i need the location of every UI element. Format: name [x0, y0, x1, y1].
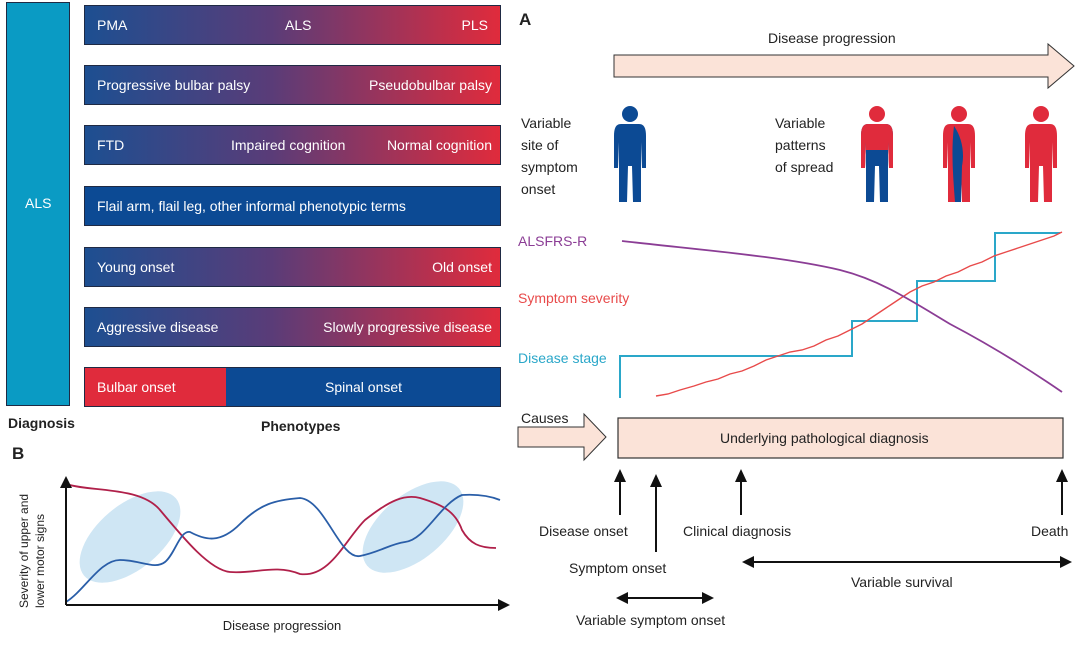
causes-label: Causes: [521, 410, 569, 426]
bar-pseudobulbar-label: Pseudobulbar palsy: [369, 77, 492, 93]
bar-young-onset-label: Young onset: [97, 259, 175, 275]
bar-pma-als-pls: PMA ALS PLS: [84, 5, 501, 45]
bar-bulbar-onset-label: Bulbar onset: [97, 379, 176, 395]
bar-pls-label: PLS: [461, 17, 488, 33]
bar-old-onset-label: Old onset: [432, 259, 492, 275]
body-figure-spread-1: [861, 106, 893, 202]
death-arrow: [1056, 469, 1068, 515]
disease-onset-arrow: [614, 469, 626, 515]
bar-progressive-bulbar-label: Progressive bulbar palsy: [97, 77, 251, 93]
alsfrs-line: [621, 240, 1063, 393]
bar-bulbar-palsy: Progressive bulbar palsy Pseudobulbar pa…: [84, 65, 501, 105]
body-figure-spread-2: [943, 106, 975, 202]
clinical-diagnosis-label: Clinical diagnosis: [683, 523, 792, 539]
alsfrs-label: ALSFRS-R: [518, 233, 588, 249]
panel-a-letter: A: [519, 10, 532, 29]
pathological-diagnosis-box: [617, 417, 1064, 459]
bar-progression-rate: Aggressive disease Slowly progressive di…: [84, 307, 501, 347]
variable-survival-arrow: [742, 556, 1072, 568]
site-of-onset-label: Variable site of symptom onset: [521, 115, 578, 197]
bar-flail: Flail arm, flail leg, other informal phe…: [84, 186, 501, 226]
bar-impaired-cognition-label: Impaired cognition: [231, 137, 346, 153]
panel-a-diagram: [517, 42, 1075, 604]
disease-stage-label: Disease stage: [518, 350, 607, 366]
symptom-onset-label: Symptom onset: [569, 560, 667, 576]
als-side-bar: ALS: [6, 2, 70, 406]
lower-motor-curve: [65, 493, 501, 603]
y-axis-label-line-2: lower motor signs: [33, 514, 47, 608]
symptom-onset-arrow: [650, 474, 662, 552]
body-figure-onset: [614, 106, 646, 202]
variable-symptom-onset-label: Variable symptom onset: [576, 612, 726, 628]
bar-als-label: ALS: [285, 17, 312, 33]
bar-ftd-cognition: FTD Impaired cognition Normal cognition: [84, 125, 501, 165]
patterns-of-spread-label: Variable patterns of spread: [775, 115, 834, 175]
y-axis-arrowhead: [60, 476, 72, 488]
disease-onset-label: Disease onset: [539, 523, 628, 539]
phenotypes-label: Phenotypes: [261, 418, 341, 434]
symptom-severity-label: Symptom severity: [518, 290, 630, 306]
x-axis-arrowhead: [498, 599, 510, 611]
bar-normal-cognition-label: Normal cognition: [386, 137, 492, 153]
variable-survival-label: Variable survival: [851, 574, 953, 590]
bar-pma-label: PMA: [97, 17, 128, 33]
bar-aggressive-label: Aggressive disease: [97, 319, 219, 335]
symptom-severity-line: [655, 231, 1063, 397]
upper-motor-curve: [65, 483, 497, 575]
bar-slowly-progressive-label: Slowly progressive disease: [323, 319, 492, 335]
disease-stage-line: [619, 232, 1060, 398]
bar-spinal-onset-label: Spinal onset: [325, 379, 403, 395]
pathological-diagnosis-label: Underlying pathological diagnosis: [720, 430, 929, 446]
clinical-diagnosis-arrow: [735, 469, 747, 515]
disease-progression-label: Disease progression: [768, 30, 896, 46]
progression-arrow: [613, 42, 1075, 90]
bar-ftd-label: FTD: [97, 137, 125, 153]
als-side-label: ALS: [25, 195, 52, 211]
x-axis-label: Disease progression: [223, 618, 342, 633]
y-axis-label-line-1: Severity of upper and: [17, 494, 31, 608]
diagnosis-label: Diagnosis: [8, 415, 75, 431]
onset-ellipse: [79, 491, 181, 583]
bar-age-onset: Young onset Old onset: [84, 247, 501, 287]
death-label: Death: [1031, 523, 1069, 539]
late-ellipse: [362, 481, 464, 573]
variable-symptom-onset-arrow: [616, 592, 714, 604]
bar-onset-site: Bulbar onset Spinal onset: [84, 367, 501, 407]
causes-arrow: [517, 412, 607, 462]
bar-flail-label: Flail arm, flail leg, other informal phe…: [97, 198, 406, 214]
panel-b-letter: B: [12, 444, 25, 463]
panel-b-chart: Severity of upper and lower motor signs …: [17, 476, 510, 633]
body-figure-spread-3: [1025, 106, 1057, 202]
